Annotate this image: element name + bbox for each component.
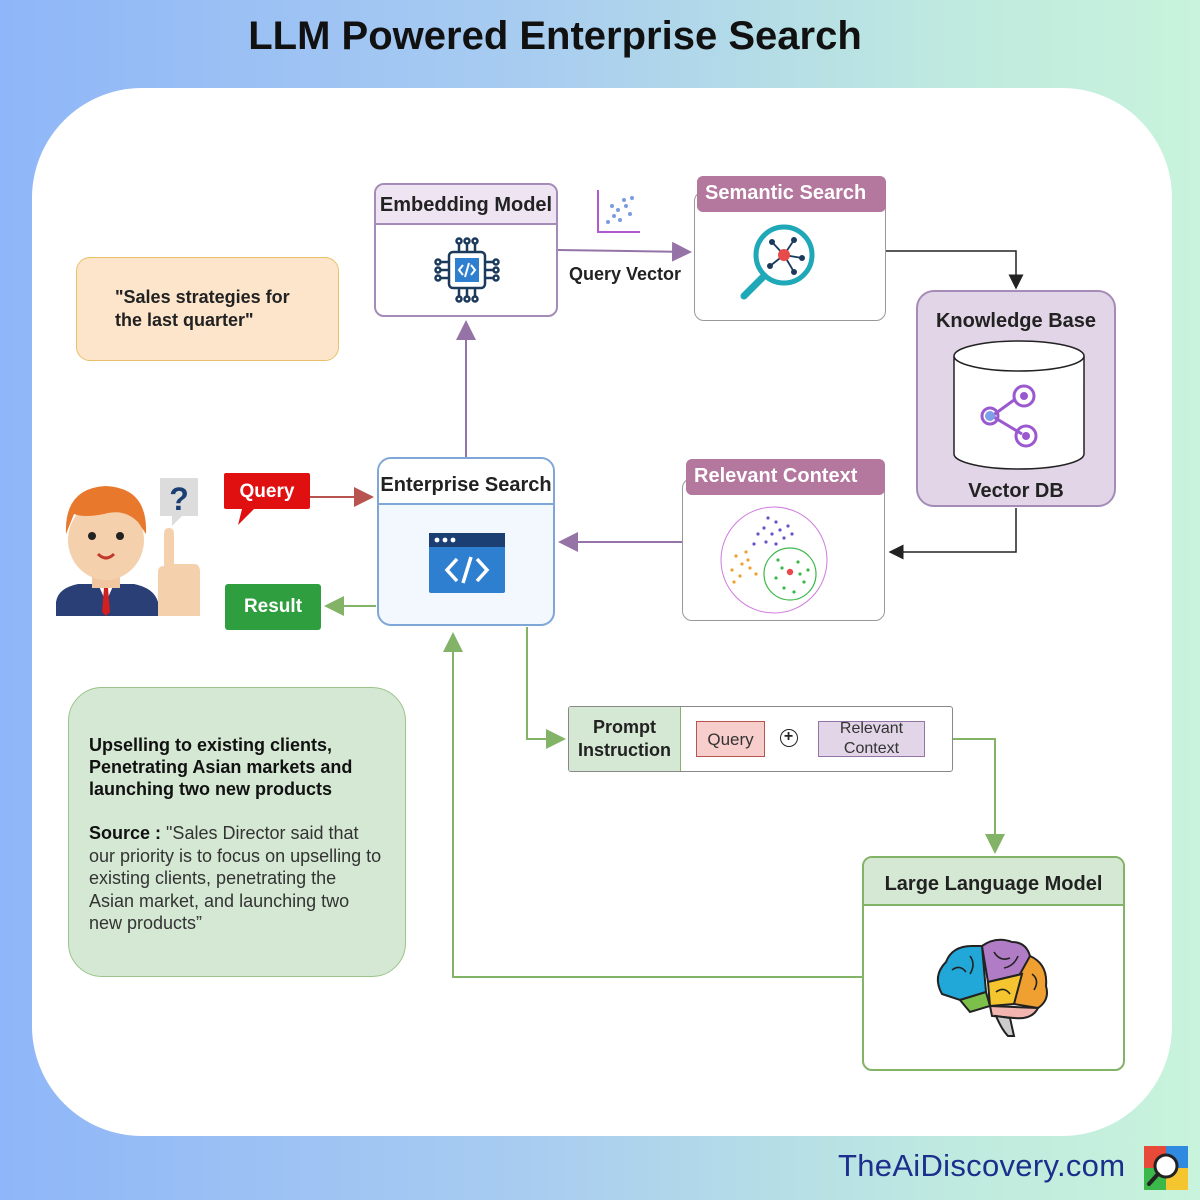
llm-label: Large Language Model (864, 858, 1123, 906)
arrow-embedding-to-semantic (557, 241, 692, 262)
knowledge-base-box: Knowledge Base Vector DB (916, 290, 1116, 507)
scatter-plot-icon (597, 190, 640, 233)
embedding-model-label: Embedding Model (376, 185, 556, 225)
prompt-context-line-2: Context (843, 740, 900, 757)
prompt-context-line-1: Relevant (839, 720, 904, 737)
magnifier-network-icon (740, 224, 815, 300)
query-tag-shape (224, 473, 310, 525)
answer-line-2: Penetrating Asian markets and (89, 757, 353, 777)
brain-icon (936, 938, 1048, 1037)
answer-text: Upselling to existing clients, Penetrati… (89, 734, 399, 800)
enterprise-search-label: Enterprise Search (379, 459, 553, 505)
vector-db-label: Vector DB (968, 480, 1064, 502)
svg-text:?: ? (169, 481, 189, 517)
source-line-3: existing clients, penetrating the (89, 868, 337, 888)
relevant-context-label: Relevant Context (686, 459, 885, 495)
arrow-llm-to-search (443, 632, 862, 978)
page-title: LLM Powered Enterprise Search (248, 14, 862, 58)
answer-card: Upselling to existing clients, Penetrati… (68, 687, 406, 977)
source-line-1: "Sales Director said that (166, 823, 359, 843)
prompt-label-line-1: Prompt (593, 717, 656, 737)
query-example-text: "Sales strategies for the last quarter" (115, 287, 290, 330)
knowledge-base-label: Knowledge Base (935, 310, 1097, 332)
prompt-query-chip (696, 721, 765, 757)
enterprise-search-box: Enterprise Search (377, 457, 555, 626)
semantic-search-label: Semantic Search (697, 176, 886, 212)
embedding-model-box: Embedding Model (374, 183, 558, 317)
result-tag-label: Result (243, 596, 303, 617)
cluster-plot-icon (720, 506, 828, 614)
query-tag-label: Query (239, 481, 295, 502)
query-vector-label: Query Vector (569, 264, 682, 284)
person-icon: ? (56, 478, 200, 616)
result-tag (225, 584, 321, 630)
prompt-query-label: Query (707, 730, 754, 749)
footer-brand: TheAiDiscovery.com (838, 1148, 1126, 1183)
answer-line-1: Upselling to existing clients, (89, 735, 333, 755)
answer-line-3: launching two new products (89, 779, 332, 799)
llm-box: Large Language Model (862, 856, 1125, 1071)
brand-logo-icon (1144, 1146, 1188, 1190)
code-window-icon (429, 533, 505, 593)
arrow-semantic-to-kb (886, 250, 1024, 290)
plus-icon: + (780, 728, 798, 747)
arrow-search-to-prompt (526, 627, 566, 749)
answer-source: Source : "Sales Director said that our p… (89, 822, 405, 935)
database-icon (953, 340, 1085, 470)
prompt-instruction-box: Prompt Instruction Query + Relevant Cont… (568, 706, 953, 772)
prompt-label-cell (569, 707, 681, 771)
source-line-5: new products” (89, 913, 203, 933)
source-line-4: Asian market, and launching two (89, 890, 350, 911)
arrow-kb-to-context (888, 508, 1017, 560)
query-example-card: "Sales strategies for the last quarter" (76, 257, 339, 361)
arrow-prompt-to-llm (953, 738, 1005, 854)
relevant-context-box (682, 478, 885, 621)
plus-label: + (783, 728, 794, 745)
prompt-context-chip (818, 721, 925, 757)
source-line-2: our priority is to focus on upselling to (89, 845, 382, 866)
source-label: Source : (89, 823, 162, 843)
chip-icon (434, 237, 500, 303)
prompt-label-line-2: Instruction (578, 740, 671, 760)
